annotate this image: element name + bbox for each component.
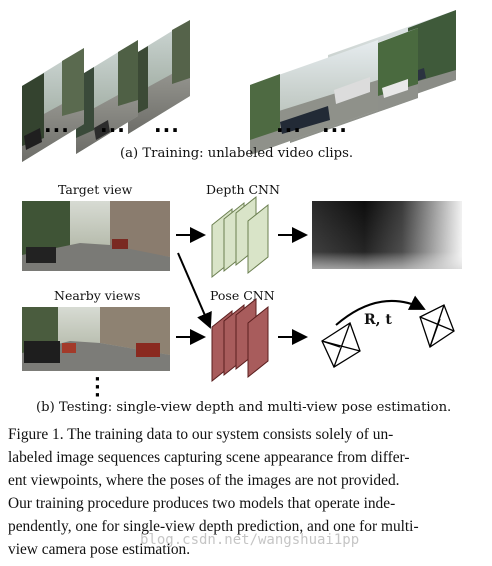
target-view-image: [22, 201, 170, 271]
pose-cnn-icon: [211, 297, 269, 383]
panel-b-caption: (b) Testing: single-view depth and multi…: [36, 400, 452, 415]
caption-line: labeled image sequences capturing scene …: [8, 449, 410, 466]
caption-line: Figure 1. The training data to our syste…: [8, 426, 394, 443]
depth-cnn-icon: [211, 195, 269, 279]
panel-a-caption: (a) Training: unlabeled video clips.: [120, 146, 354, 161]
pose-cnn-label: Pose CNN: [210, 288, 275, 303]
depth-cnn-label: Depth CNN: [206, 182, 280, 197]
caption-line: view camera pose estimation.: [8, 541, 191, 558]
nearby-view-image: [22, 307, 170, 371]
caption-line: pendently, one for single-view depth pre…: [8, 518, 419, 535]
right-clip-stack: [250, 10, 456, 155]
caption-line: ent viewpoints, where the poses of the i…: [8, 472, 400, 489]
arrow: [177, 252, 212, 329]
clip-ellipsis: ...: [44, 113, 70, 137]
clip-ellipsis: ...: [322, 113, 348, 137]
clip-ellipsis: ...: [276, 113, 302, 137]
caption-line: Our training procedure produces two mode…: [8, 495, 396, 512]
clip-ellipsis: ...: [154, 113, 180, 137]
camera-pose-output: [321, 295, 455, 368]
left-clip-stack: [22, 20, 190, 162]
depth-map-output: [312, 201, 462, 269]
figure-caption: Figure 1. The training data to our syste…: [8, 423, 484, 561]
clip-ellipsis: ...: [100, 113, 126, 137]
watermark: blog.csdn.net/wangshuai1pp: [140, 532, 360, 548]
nearby-views-label: Nearby views: [54, 288, 141, 303]
training-clips-illustration: [22, 10, 456, 162]
vertical-ellipsis: ···: [94, 369, 101, 406]
pose-symbol: R, t: [364, 312, 392, 328]
testing-pipeline-diagram: [22, 195, 462, 383]
target-view-label: Target view: [58, 182, 133, 197]
